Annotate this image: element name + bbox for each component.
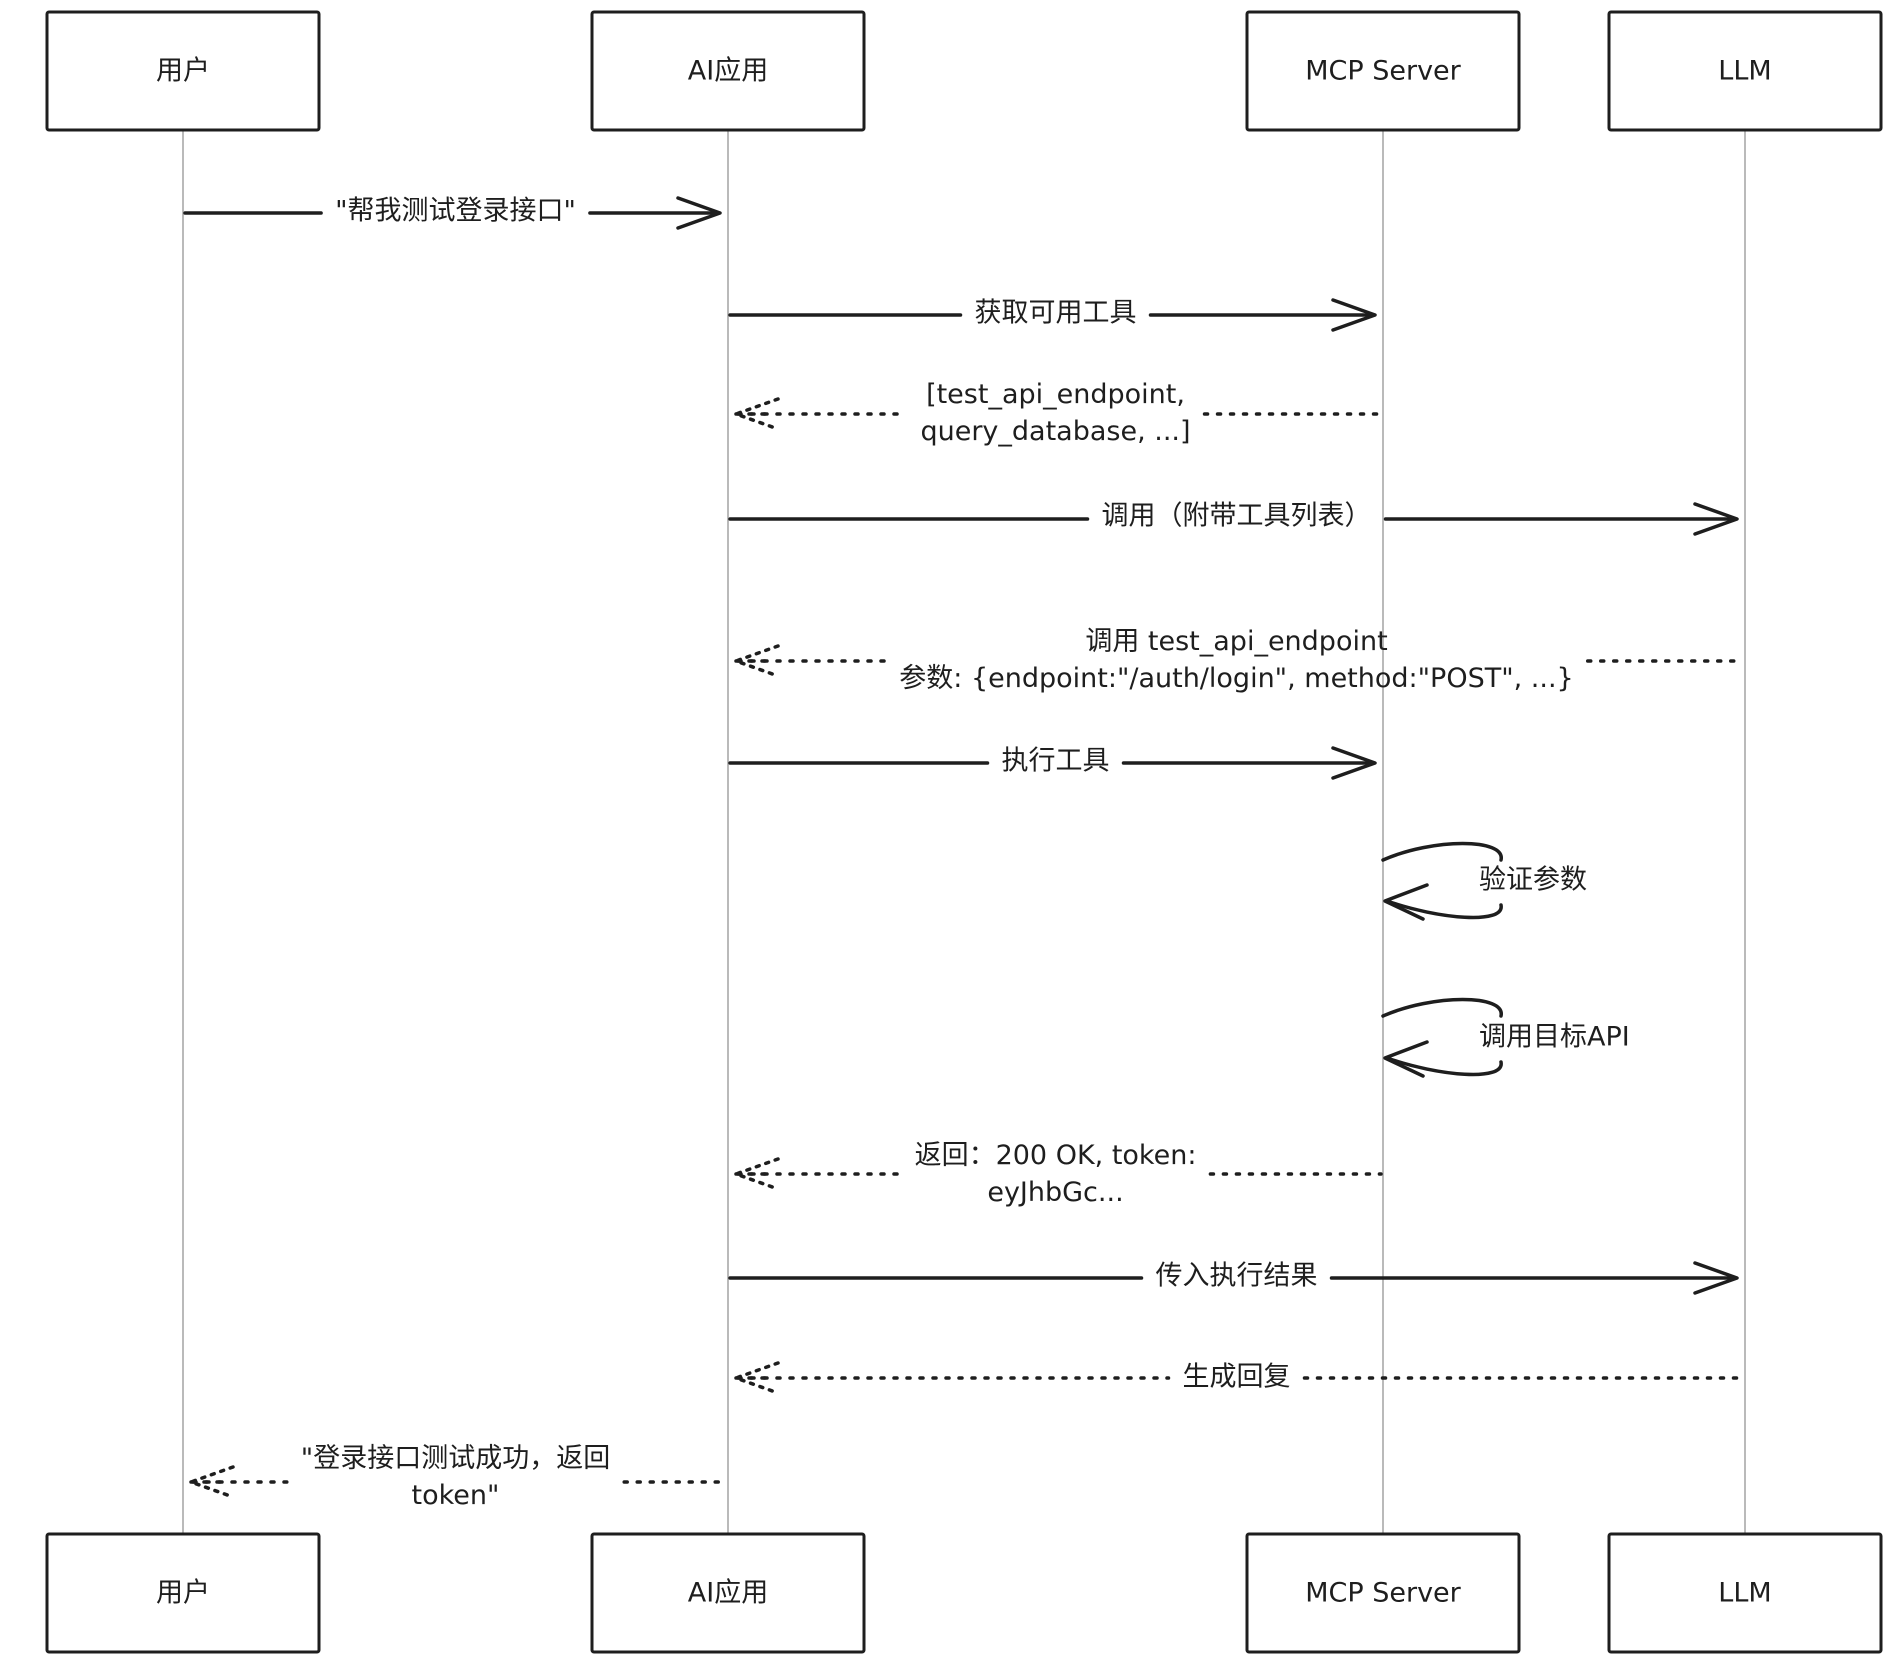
- message-label: 生成回复: [1183, 1362, 1291, 1393]
- participant-label: LLM: [1718, 56, 1771, 87]
- participant-user-bottom: 用户: [45, 1532, 321, 1654]
- message-7: 验证参数: [1381, 841, 1587, 921]
- message-label: 获取可用工具: [975, 298, 1137, 329]
- arrowhead-icon: [1331, 746, 1377, 780]
- message-2: 获取可用工具: [728, 298, 1377, 332]
- arrowhead-icon: [1331, 298, 1377, 332]
- self-call-line-bottom: [1385, 1056, 1503, 1077]
- participant-label: MCP Server: [1305, 1578, 1461, 1609]
- participant-box: [1245, 10, 1521, 132]
- message-8: 调用目标API: [1381, 997, 1630, 1078]
- participant-llm-top: LLM: [1607, 10, 1883, 132]
- message-1: "帮我测试登录接口": [183, 196, 722, 230]
- self-call-line-top: [1381, 841, 1503, 862]
- participant-label: 用户: [156, 1578, 210, 1609]
- participant-box: [590, 1532, 866, 1654]
- message-label: "登录接口测试成功，返回: [301, 1443, 610, 1474]
- message-label: 调用目标API: [1479, 1022, 1630, 1053]
- message-label: [test_api_endpoint,: [926, 379, 1185, 410]
- participant-mcp-server-top: MCP Server: [1245, 10, 1521, 132]
- message-label: token": [412, 1480, 500, 1511]
- participant-mcp-server-bottom: MCP Server: [1245, 1532, 1521, 1654]
- message-label: query_database, ...]: [920, 416, 1190, 447]
- participant-label: AI应用: [688, 1578, 768, 1609]
- participant-box: [1245, 1532, 1521, 1654]
- message-11: 生成回复: [734, 1361, 1745, 1395]
- message-4: 调用（附带工具列表）: [728, 501, 1739, 536]
- participant-box: [1607, 1532, 1883, 1654]
- participant-label: 用户: [156, 56, 210, 87]
- message-3: [test_api_endpoint, query_database, ...]: [734, 379, 1383, 447]
- arrowhead-icon: [1383, 1040, 1429, 1078]
- message-label: "帮我测试登录接口": [335, 196, 576, 227]
- message-label: 调用 test_api_endpoint: [1085, 626, 1387, 657]
- participant-box: [45, 10, 321, 132]
- participant-llm-bottom: LLM: [1607, 1532, 1883, 1654]
- participant-ai-app-bottom: AI应用: [590, 1532, 866, 1654]
- message-label: eyJhbGc...: [987, 1177, 1123, 1208]
- arrowhead-icon: [1693, 502, 1739, 536]
- participant-label: LLM: [1718, 1578, 1771, 1609]
- message-label: 参数: {endpoint:"/auth/login", method:"POS…: [899, 663, 1573, 694]
- message-9: 返回：200 OK, token: eyJhbGc...: [734, 1140, 1383, 1208]
- participant-user-top: 用户: [45, 10, 321, 132]
- participant-box: [590, 10, 866, 132]
- message-5: 调用 test_api_endpoint 参数: {endpoint:"/auth…: [734, 626, 1745, 694]
- arrowhead-icon: [1693, 1261, 1739, 1295]
- message-6: 执行工具: [728, 746, 1377, 780]
- arrowhead-icon: [1383, 883, 1429, 921]
- message-label: 调用（附带工具列表）: [1102, 501, 1372, 532]
- message-label: 执行工具: [1002, 746, 1110, 777]
- self-call-line-bottom: [1385, 899, 1503, 920]
- message-label: 返回：200 OK, token:: [915, 1140, 1197, 1171]
- participant-label: MCP Server: [1305, 56, 1461, 87]
- arrowhead-icon: [676, 196, 722, 230]
- message-label: 传入执行结果: [1156, 1261, 1318, 1292]
- self-call-line-top: [1381, 997, 1503, 1018]
- message-label: 验证参数: [1479, 865, 1587, 896]
- participant-box: [45, 1532, 321, 1654]
- participant-label: AI应用: [688, 56, 768, 87]
- participant-box: [1607, 10, 1883, 132]
- participant-ai-app-top: AI应用: [590, 10, 866, 132]
- message-10: 传入执行结果: [728, 1261, 1739, 1295]
- message-12: "登录接口测试成功，返回 token": [189, 1443, 728, 1511]
